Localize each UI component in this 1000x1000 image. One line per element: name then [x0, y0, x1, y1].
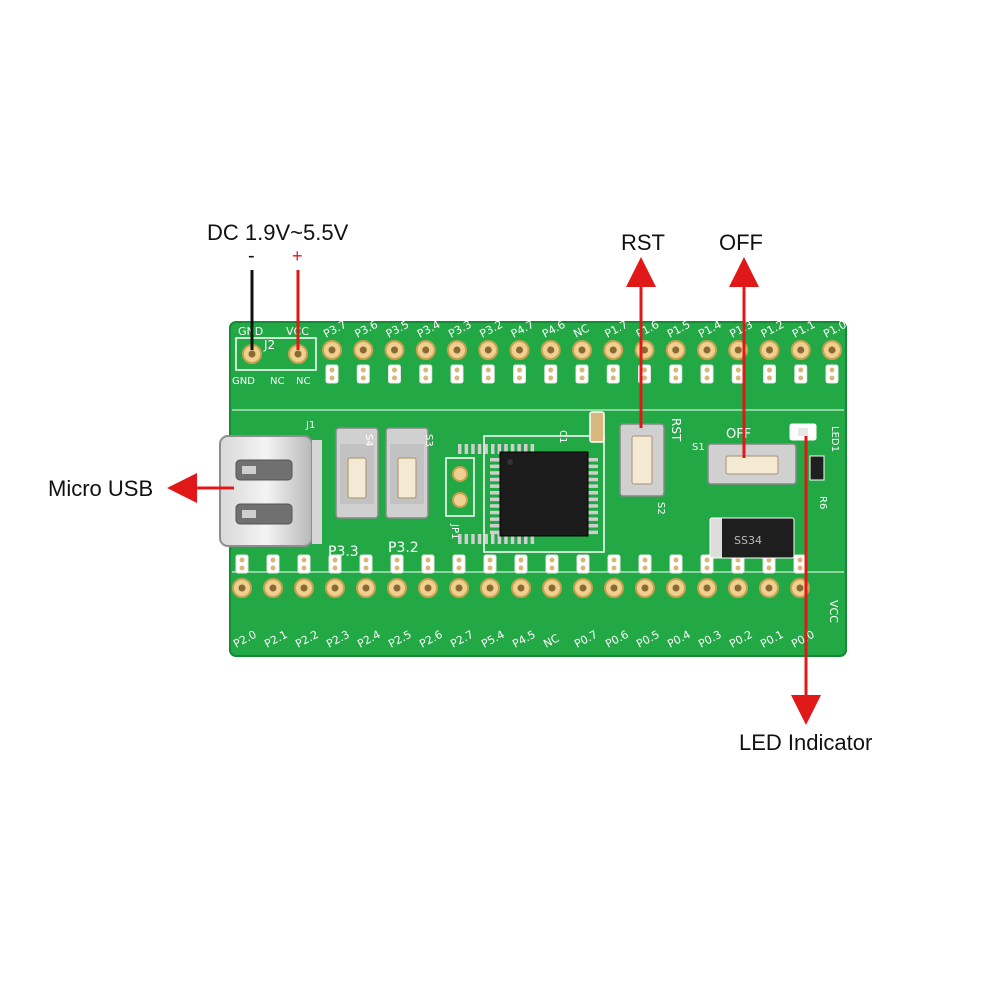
- usb-connector: J1: [219, 420, 322, 547]
- diode: SS34: [709, 517, 795, 559]
- off-button[interactable]: OFF S1: [692, 427, 797, 485]
- button-s4[interactable]: S4: [335, 427, 379, 519]
- rst-button[interactable]: RST S2: [619, 418, 683, 515]
- vcc-silk-label: VCC: [827, 600, 840, 623]
- rst-silk-label: RST: [669, 418, 683, 442]
- j2-label: J2: [263, 338, 275, 352]
- j2-gnd-bottom-label: GND: [232, 376, 255, 387]
- s4-label: S4: [363, 434, 374, 447]
- s3-label: S3: [423, 434, 434, 447]
- rst-callout: RST: [621, 230, 665, 255]
- p32-label: P3.2: [388, 540, 419, 556]
- off-silk-label: OFF: [726, 427, 751, 442]
- r6-label: R6: [817, 496, 828, 509]
- bottom-header-pin: P2.7: [448, 554, 476, 651]
- capacitor-c1: C1: [557, 411, 605, 443]
- led-callout: LED Indicator: [739, 730, 872, 755]
- off-callout: OFF: [719, 230, 763, 255]
- jp1-jumper: JP1: [445, 457, 475, 539]
- s1-label: S1: [692, 442, 705, 453]
- s2-label: S2: [655, 502, 666, 515]
- j2-nc-label-1: NC: [270, 376, 284, 387]
- jp1-label: JP1: [449, 523, 460, 539]
- diode-marking: SS34: [734, 534, 762, 547]
- dc-voltage-callout: DC 1.9V~5.5V: [207, 220, 349, 245]
- j2-nc-label-2: NC: [296, 376, 310, 387]
- j1-label: J1: [305, 420, 315, 431]
- mcu-chip: [458, 435, 605, 553]
- led1-label: LED1: [829, 426, 840, 452]
- minus-callout: -: [248, 245, 255, 267]
- usb-callout: Micro USB: [48, 476, 153, 501]
- button-s3[interactable]: S3: [385, 427, 434, 519]
- plus-callout: +: [292, 246, 303, 266]
- c1-label: C1: [557, 430, 568, 443]
- led1-indicator: LED1: [789, 423, 840, 452]
- resistor-r6: R6: [809, 455, 828, 509]
- p33-label: P3.3: [328, 544, 359, 560]
